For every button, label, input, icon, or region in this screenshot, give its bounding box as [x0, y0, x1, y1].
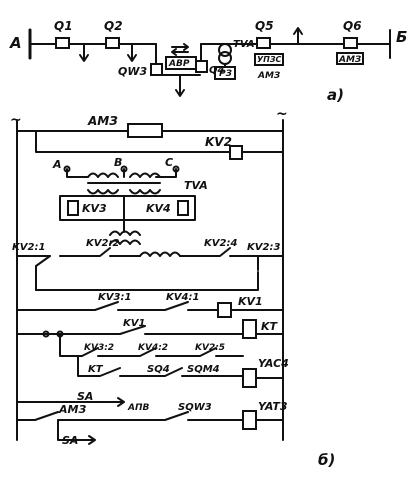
upz-box: [254, 53, 284, 66]
kv4-relay-label: KV4: [146, 202, 171, 215]
amz-box: [336, 52, 364, 65]
yac4-label: YAC4: [258, 357, 289, 370]
amz-contact-label: АМЗ: [58, 403, 86, 416]
kv2-4-label: KV2:4: [204, 238, 237, 249]
supply-right-label: ~: [276, 106, 288, 122]
kv2-3-label: KV2:3: [247, 242, 280, 253]
breaker-q2: [105, 37, 120, 49]
kv2-relay-label: KV2: [205, 135, 232, 149]
tv-secondary-1: [87, 189, 119, 195]
kv4-coil: [177, 200, 189, 216]
part-a-single-line: [28, 27, 391, 97]
kv2-return: [35, 271, 259, 291]
tv-winding-2: [218, 51, 232, 65]
row-kv-contacts: [59, 333, 244, 357]
tv-secondary-2: [129, 189, 161, 195]
kv3-coil: [67, 200, 79, 216]
avr-label: АВР: [168, 59, 190, 69]
sa2-arrow: [57, 419, 96, 445]
row-yac4-wire: [77, 355, 244, 377]
amz-relay-label: АМЗ: [87, 114, 118, 128]
tv-primary-2: [129, 172, 161, 178]
part-b-relay-circuit: [16, 119, 284, 445]
q1-label: Q1: [54, 19, 73, 33]
breaker-qw3: [150, 63, 163, 76]
sqw3-label: SQW3: [178, 402, 212, 413]
kv1-contact: [119, 325, 146, 335]
kv4-1-contact: [164, 301, 189, 311]
tap-up-arrow: [293, 27, 303, 35]
row-kv2-wire: [35, 130, 231, 153]
sa2-label: SA: [62, 434, 78, 447]
yac4-coil: [242, 368, 257, 388]
rz-label: РЗ: [219, 69, 233, 79]
bus-b-label: Б: [396, 28, 407, 46]
bus-a-label: А: [9, 34, 22, 52]
kv3-1-contact: [94, 301, 119, 311]
kv3-relay-label: KV3: [82, 202, 107, 215]
yat3-coil: [242, 410, 257, 430]
sq4-label: SQ4: [147, 364, 170, 375]
apv-label: АПВ: [127, 403, 149, 413]
q5-label: Q5: [255, 19, 274, 33]
kt-terminal-1: [42, 330, 50, 338]
tv-lower-winding-2: [109, 239, 141, 245]
phase-b-label: B: [114, 156, 122, 169]
sa-label: SA: [77, 390, 93, 403]
labels: А Б Q1 Q2 Q5 Q6 QW3 Q4 АВР TVA РЗ УПЗС А…: [9, 19, 407, 469]
kt-relay-label: KT: [261, 320, 279, 333]
tv-label-a: TVA: [233, 39, 255, 50]
row-yat3-wire: [16, 411, 244, 421]
kv4-1-label: KV4:1: [166, 292, 199, 303]
kv3-2-label: KV3:2: [84, 343, 114, 353]
breaker-q5: [256, 37, 271, 49]
q2-label: Q2: [104, 19, 123, 33]
breaker-q4: [195, 60, 208, 73]
kv2-2-contact: [59, 247, 141, 257]
phase-c-wire: [155, 168, 177, 178]
kv2-5-label: KV2:5: [195, 343, 225, 353]
kv2-4-contact: [179, 247, 284, 257]
kv3-1-label: KV3:1: [98, 292, 131, 303]
q6-label: Q6: [343, 19, 362, 33]
tv-lower-winding-1: [109, 230, 141, 236]
kv1-coil: [217, 302, 232, 318]
tap-arrow-1: [79, 54, 89, 62]
phase-a-wire: [66, 168, 89, 178]
tap-arrow-2: [127, 54, 137, 62]
sa-arrow: [99, 397, 125, 407]
tv-relay-label: TVA: [184, 179, 208, 192]
tv-primary-1: [87, 172, 119, 178]
kv1-contact-label: KV1: [123, 318, 145, 329]
amz-label-a: АМЗ: [257, 71, 281, 81]
amz-coil: [127, 123, 163, 138]
part-b-label: б): [318, 451, 335, 469]
kv2-1-label: KV2:1: [12, 242, 45, 253]
kv2-2-label: KV2:2: [86, 238, 119, 249]
kt-coil: [242, 319, 257, 339]
load-arrow: [175, 89, 185, 97]
breaker-q1: [55, 37, 70, 49]
phase-a-label: A: [52, 158, 62, 171]
yat3-label: YAT3: [258, 400, 288, 413]
transfer-arrows: [171, 43, 189, 56]
kv2-1-contact: [35, 255, 51, 291]
kv1-relay-label: KV1: [238, 295, 263, 308]
tv-output-winding: [139, 251, 181, 257]
breaker-q6: [343, 37, 358, 49]
part-a-label: а): [327, 86, 344, 104]
kt-contact-label: KT: [88, 364, 104, 375]
q4-label: Q4: [209, 65, 225, 76]
upz-label: УПЗС: [257, 55, 282, 64]
amz-box-label: АМЗ: [338, 55, 362, 65]
qw3-label: QW3: [118, 65, 147, 78]
kv4-2-label: KV4:2: [138, 343, 168, 353]
phase-c-label: C: [165, 156, 173, 169]
kv-loop: [59, 195, 196, 221]
supply-left-label: ~: [10, 112, 22, 128]
sqm4-label: SQM4: [187, 364, 220, 375]
